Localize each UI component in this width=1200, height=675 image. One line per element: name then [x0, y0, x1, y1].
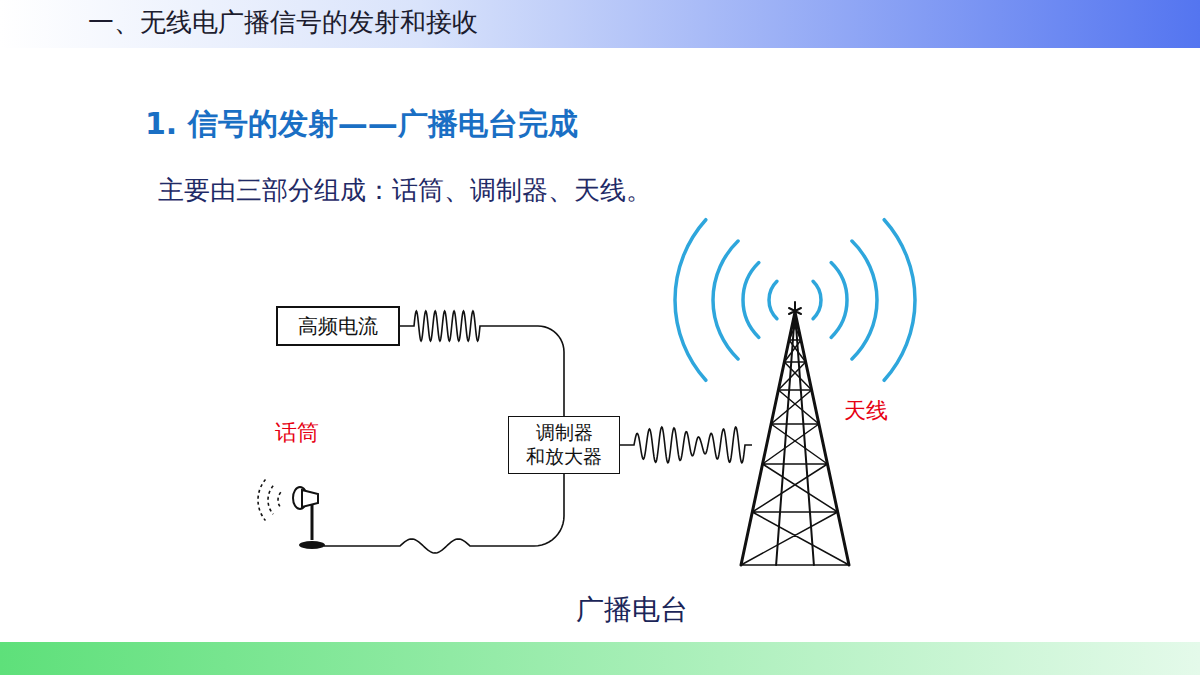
radio-wave-arc: [813, 281, 821, 318]
antenna-tip: [789, 302, 801, 318]
section-heading: 1. 信号的发射——广播电台完成: [145, 106, 578, 141]
box-label: 调制器 和放大器: [523, 421, 605, 469]
tower-leg: [776, 312, 814, 565]
antenna-tower: [741, 302, 849, 565]
process-box: 高频电流: [276, 306, 400, 346]
process-box: 调制器 和放大器: [508, 416, 620, 474]
radio-wave-arc: [675, 220, 706, 381]
radio-wave-arc: [769, 281, 777, 318]
sound-wave-arc: [258, 479, 265, 520]
sound-wave-arc: [278, 492, 281, 507]
slide-title: 一、无线电广播信号的发射和接收: [88, 7, 478, 37]
title-bar: [0, 0, 1200, 48]
microphone: [293, 487, 325, 549]
footer-bar: [0, 642, 1200, 675]
radio-wave-arc: [713, 241, 738, 359]
radio-waves: [675, 220, 915, 381]
part-label: 天线: [844, 398, 888, 423]
microphone-base: [299, 541, 325, 549]
radio-wave-arc: [831, 263, 847, 338]
box-label: 高频电流: [298, 314, 378, 339]
radio-wave-arc: [852, 241, 877, 359]
body-text: 主要由三部分组成：话筒、调制器、天线。: [158, 175, 652, 205]
signal-wire: [400, 311, 564, 416]
part-label: 话筒: [275, 420, 319, 445]
audio-signal-wire: [324, 474, 564, 553]
modulated-wave: [620, 427, 752, 463]
figure-caption: 广播电台: [576, 593, 688, 626]
tower-leg: [741, 312, 849, 565]
microphone-body: [302, 490, 318, 507]
radio-wave-arc: [884, 220, 915, 381]
microphone-stand: [311, 504, 314, 540]
radio-wave-arc: [743, 263, 759, 338]
sound-waves: [258, 479, 281, 520]
tower-bracing: [741, 322, 849, 565]
sound-wave-arc: [268, 486, 273, 514]
